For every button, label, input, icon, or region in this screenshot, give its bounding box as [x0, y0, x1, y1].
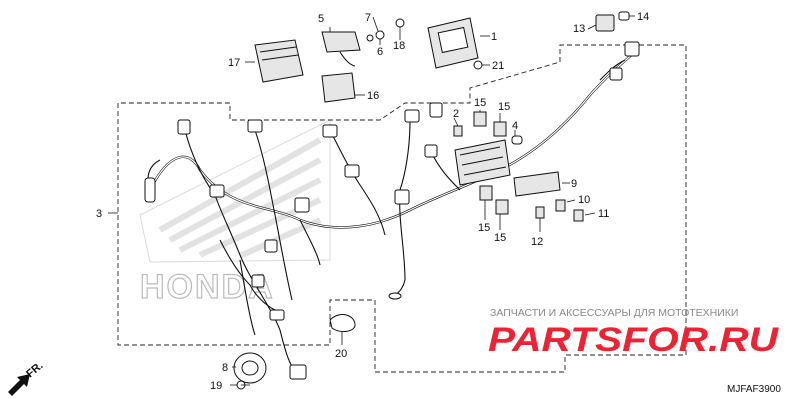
- callout-12: 12: [531, 236, 543, 248]
- callout-6: 6: [377, 46, 383, 58]
- watermark-brand: PARTSFOR.RU: [488, 321, 780, 359]
- part-ecu-17: [254, 39, 304, 83]
- part-21-clip: [473, 60, 483, 70]
- callout-labels: 1 2 3 4 5 6 7 8 9 10 11 12 13 14 15 15 1…: [96, 11, 649, 392]
- part-4-cap: [511, 135, 523, 145]
- part-15-relay-d: [495, 199, 509, 215]
- part-module-5: [321, 31, 374, 67]
- callout-10: 10: [578, 194, 590, 206]
- callout-11: 11: [598, 208, 609, 220]
- part-13-relay: [595, 14, 615, 32]
- part-control-unit: [427, 17, 479, 69]
- part-15-relay-a: [473, 111, 487, 127]
- part-7-grommet: [375, 30, 385, 40]
- callout-2: 2: [453, 108, 459, 120]
- part-2-fuse: [453, 125, 463, 137]
- callout-14: 14: [637, 11, 649, 23]
- direction-arrow-icon: [8, 374, 30, 396]
- part-9-fuse-block: [513, 171, 561, 197]
- callout-18: 18: [393, 40, 405, 52]
- harness-connectors: [144, 41, 640, 380]
- watermark-caption: ЗАПЧАСТИ И АКСЕССУАРЫ ДЛЯ МОТОТЕХНИКИ: [490, 307, 738, 319]
- part-relay-16: [321, 72, 356, 103]
- callout-7: 7: [365, 12, 371, 24]
- callout-21: 21: [492, 60, 504, 72]
- callout-3: 3: [96, 208, 102, 220]
- part-8-horn: [233, 352, 267, 384]
- part-11-fuse: [573, 209, 584, 222]
- part-14-clip: [618, 11, 630, 21]
- honda-wing-logo: [139, 119, 331, 263]
- callout-1: 1: [491, 31, 497, 43]
- callout-16: 16: [367, 90, 379, 102]
- part-15-relay-c: [479, 185, 493, 201]
- part-10-fuse: [555, 199, 566, 212]
- callout-15-b: 15: [498, 101, 510, 113]
- callout-17: 17: [228, 57, 240, 69]
- part-15-relay-b: [493, 121, 507, 137]
- wire-harness: [147, 51, 636, 376]
- callout-15-d: 15: [494, 232, 506, 244]
- callout-5: 5: [318, 13, 324, 25]
- callout-20: 20: [335, 348, 347, 360]
- callout-15-c: 15: [478, 222, 490, 234]
- part-20-band: [329, 314, 356, 333]
- callout-19: 19: [210, 380, 222, 392]
- callout-13: 13: [573, 23, 585, 35]
- callout-8: 8: [222, 362, 228, 374]
- leader-lines: [108, 15, 635, 386]
- part-12-fuse: [535, 206, 545, 219]
- part-18-bolt: [395, 18, 405, 38]
- harness-group-boundary: [117, 44, 687, 373]
- callout-9: 9: [571, 178, 577, 190]
- fuse-box: [454, 139, 511, 186]
- callout-4: 4: [512, 120, 518, 132]
- diagram-code: MJFAF3900: [727, 384, 781, 395]
- callout-15-a: 15: [474, 97, 486, 109]
